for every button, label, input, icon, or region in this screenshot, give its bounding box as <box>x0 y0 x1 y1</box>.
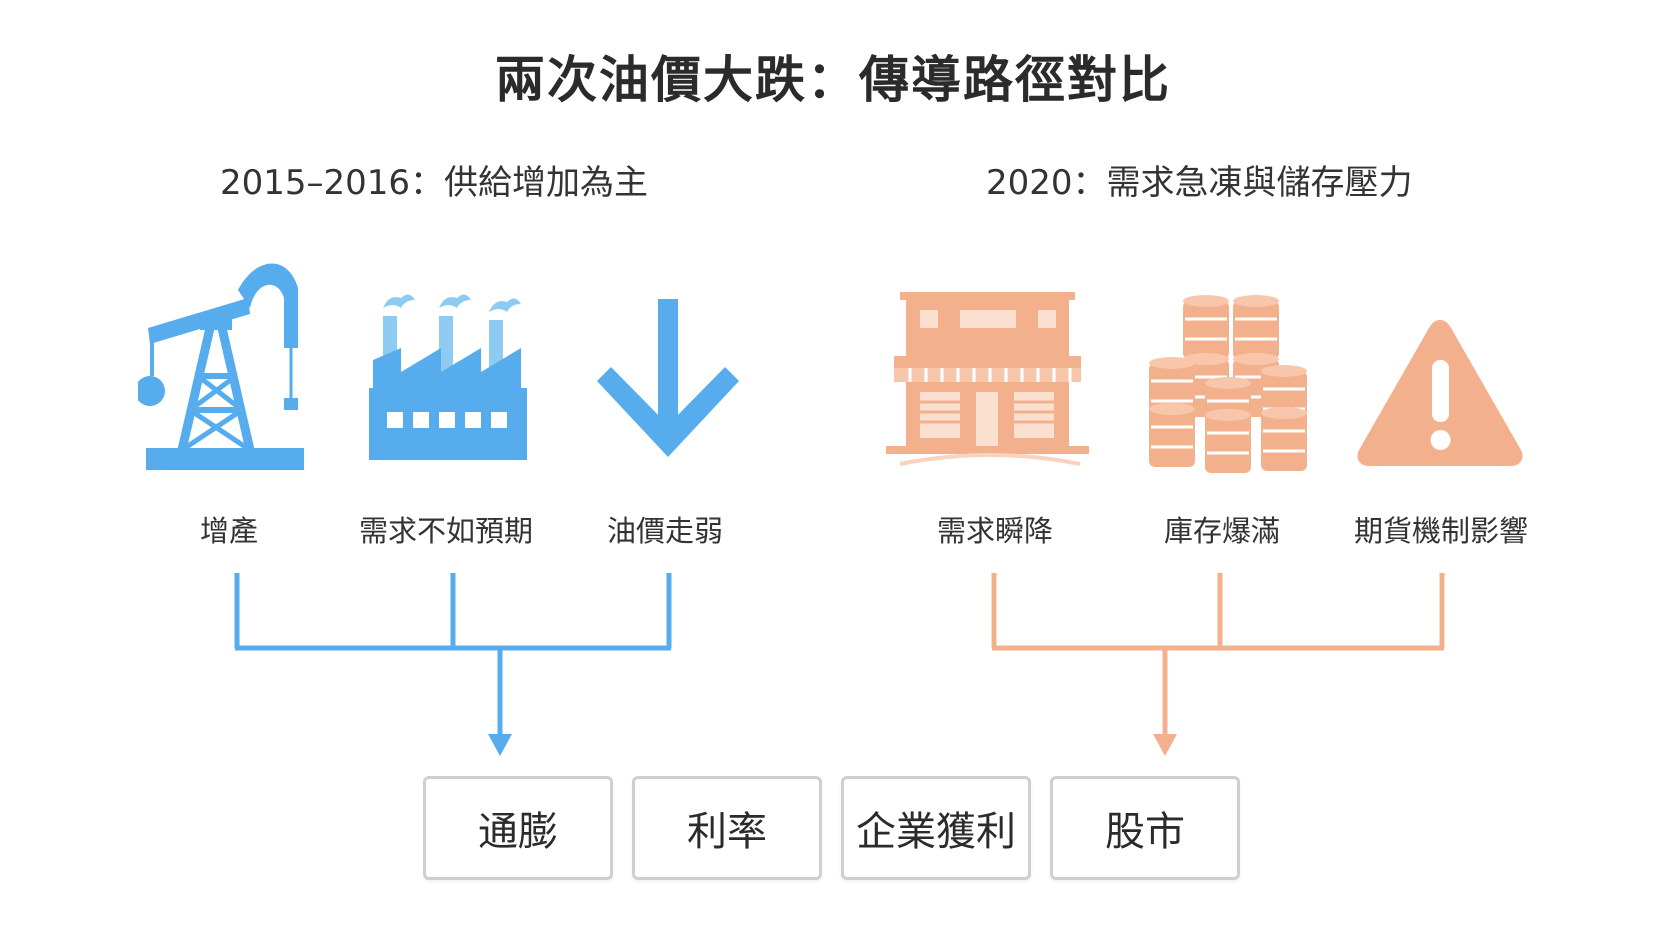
label-demand-drop: 需求瞬降 <box>936 514 1053 548</box>
down-arrow-icon <box>597 299 739 457</box>
right-arrowhead <box>1153 734 1177 756</box>
label-oil-price-weak: 油價走弱 <box>606 514 723 548</box>
outcome-interest-rate: 利率 <box>632 776 822 880</box>
right-connector <box>991 573 1445 742</box>
outcome-stock-market: 股市 <box>1050 776 1240 880</box>
diagram-title: 兩次油價大跌：傳導路徑對比 <box>495 51 1171 109</box>
oil-pump-icon <box>138 263 304 470</box>
factory-icon <box>369 294 527 460</box>
outcome-inflation: 通膨 <box>423 776 613 880</box>
warning-icon <box>1357 320 1523 466</box>
left-heading: 2015–2016：供給增加為主 <box>220 163 649 203</box>
left-arrowhead <box>488 734 512 756</box>
label-increase-production: 增產 <box>199 514 258 548</box>
outcome-corporate-earnings: 企業獲利 <box>841 776 1031 880</box>
left-connector <box>234 573 672 742</box>
label-futures-mechanism: 期貨機制影響 <box>1353 514 1528 548</box>
right-heading: 2020：需求急凍與儲存壓力 <box>986 163 1413 203</box>
label-inventory-full: 庫存爆滿 <box>1163 514 1280 548</box>
label-demand-below-expectation: 需求不如預期 <box>358 514 533 548</box>
storefront-icon <box>886 292 1089 466</box>
